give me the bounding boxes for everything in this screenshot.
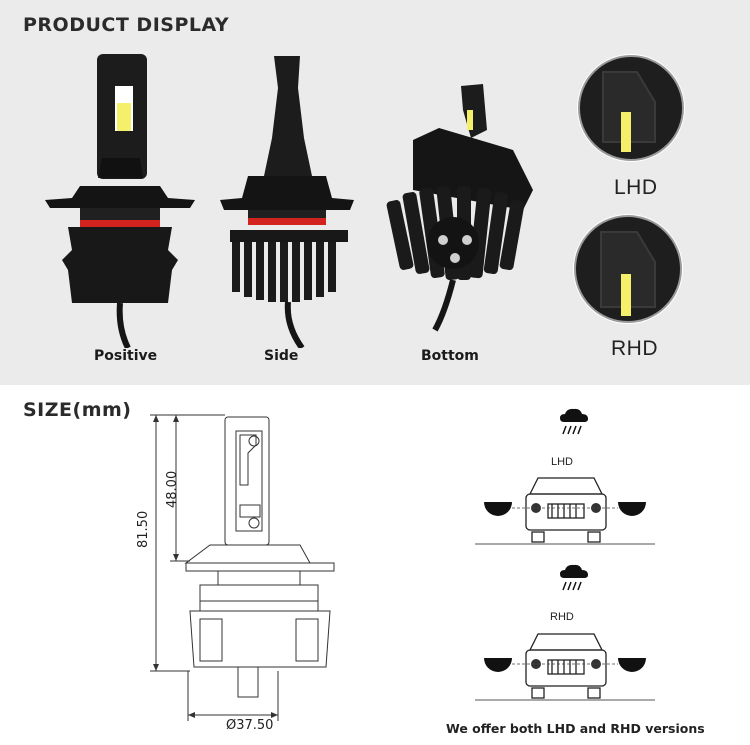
bulb-side-view [220,56,354,348]
view-label-bottom: Bottom [421,348,479,364]
lhd-car-diagram [475,477,655,545]
rhd-zoom-circle [573,214,683,324]
bulb-positive-view [45,54,195,348]
beam-lhd-label: LHD [551,456,574,468]
versions-footnote: We offer both LHD and RHD versions [446,721,705,736]
night-rain-icon-2 [532,564,588,591]
dimension-drawing [150,414,335,721]
upper-height-dimension: 48.00 [165,470,180,508]
beam-rhd-label: RHD [550,611,574,623]
view-label-positive: Positive [94,348,158,364]
zoom-label-rhd: RHD [611,337,658,360]
view-label-side: Side [264,348,299,364]
zoom-label-lhd: LHD [614,176,658,199]
lhd-zoom-circle [577,54,685,162]
diameter-dimension: Ø37.50 [226,718,274,733]
night-rain-icon [532,408,588,435]
size-title: SIZE(mm) [23,399,132,421]
rhd-car-diagram [475,633,655,701]
product-display-title: PRODUCT DISPLAY [23,14,230,36]
bulb-bottom-view [386,84,533,332]
total-height-dimension: 81.50 [136,510,151,548]
